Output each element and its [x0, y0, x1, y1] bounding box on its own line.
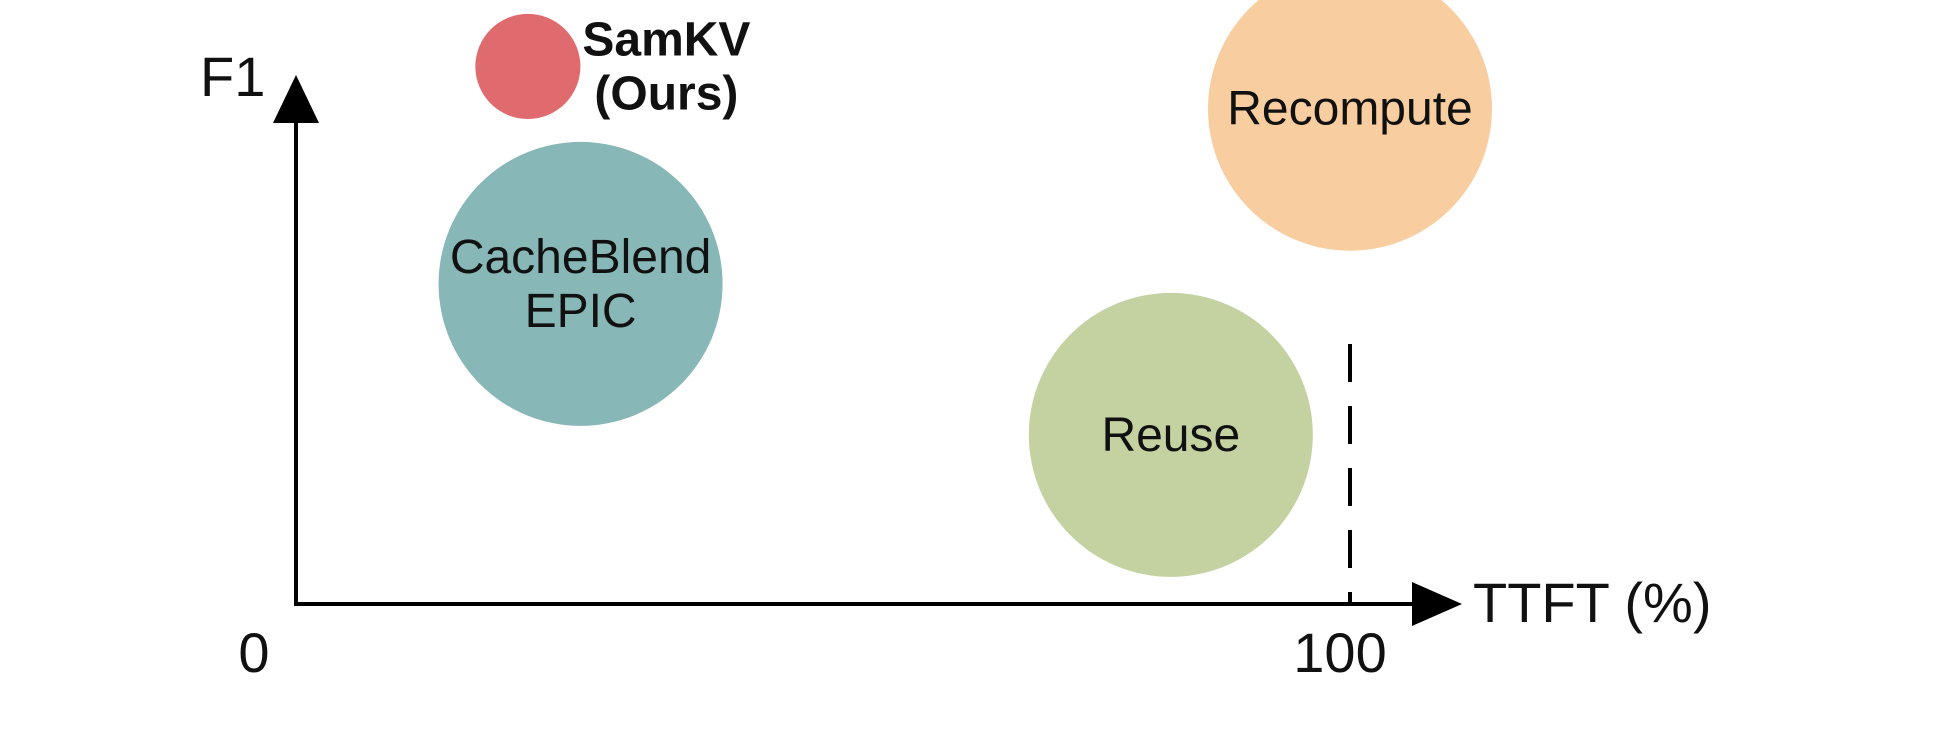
y-axis-label: F1: [200, 45, 265, 108]
bubbles-layer: [438, 0, 1492, 577]
bubble-recompute: [1208, 0, 1492, 251]
bubble-label-line: Reuse: [1101, 409, 1240, 462]
x-axis-arrow-icon: [1412, 582, 1462, 626]
bubble-samkv: [475, 13, 581, 119]
y-axis-arrow-icon: [273, 75, 319, 123]
bubble-label-line: (Ours): [594, 67, 738, 120]
bubble-label-line: EPIC: [525, 285, 637, 338]
bubble-label-reuse: Reuse: [1101, 409, 1240, 462]
bubble-label-line: CacheBlend: [450, 231, 712, 284]
bubble-label-samkv: SamKV(Ours): [582, 13, 750, 120]
x-tick-label-100: 100: [1293, 621, 1386, 684]
x-axis-label: TTFT (%): [1473, 571, 1711, 634]
bubble-reuse: [1028, 292, 1313, 577]
bubble-cacheblend: [438, 141, 723, 426]
x-tick-label-0: 0: [238, 621, 269, 684]
bubble-label-line: SamKV: [582, 13, 750, 66]
bubble-label-recompute: Recompute: [1227, 83, 1472, 136]
bubble-label-line: Recompute: [1227, 83, 1472, 136]
